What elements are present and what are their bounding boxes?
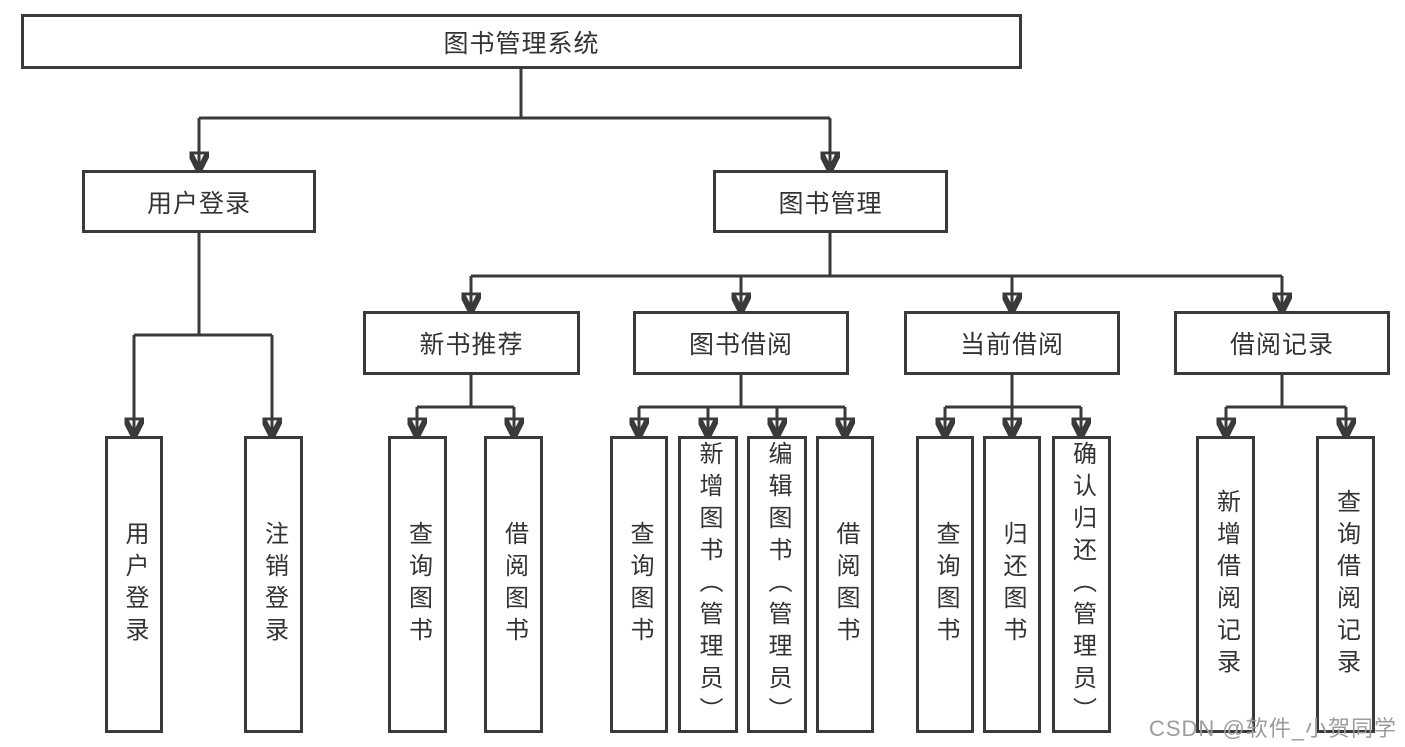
node-borrow-records: 借阅记录 — [1174, 311, 1390, 375]
leaf-recommend-query-books: 查询图书 — [388, 436, 447, 733]
leaf-borrow-add-books-admin-label: 新增图书（管理员） — [695, 440, 722, 729]
leaf-records-add-record: 新增借阅记录 — [1196, 436, 1255, 733]
leaf-logout-label: 注销登录 — [260, 520, 288, 649]
leaf-borrow-query-books: 查询图书 — [610, 436, 668, 733]
leaf-current-confirm-return-admin: 确认归还（管理员） — [1052, 436, 1111, 733]
node-new-book-recommend: 新书推荐 — [363, 311, 580, 375]
leaf-user-login-label: 用户登录 — [121, 520, 148, 649]
leaf-current-return-books: 归还图书 — [983, 436, 1041, 733]
leaf-current-query-books-label: 查询图书 — [932, 520, 959, 649]
node-new-book-recommend-label: 新书推荐 — [419, 331, 524, 359]
node-root: 图书管理系统 — [21, 14, 1022, 69]
node-book-management: 图书管理 — [713, 170, 948, 233]
leaf-current-return-books-label: 归还图书 — [999, 520, 1026, 649]
leaf-borrow-edit-books-admin: 编辑图书（管理员） — [747, 436, 807, 733]
leaf-borrow-add-books-admin: 新增图书（管理员） — [678, 436, 738, 733]
leaf-records-query-record: 查询借阅记录 — [1316, 436, 1375, 733]
node-book-borrow-label: 图书借阅 — [688, 331, 793, 359]
node-root-label: 图书管理系统 — [443, 29, 600, 58]
leaf-borrow-edit-books-admin-label: 编辑图书（管理员） — [764, 440, 791, 729]
node-book-management-label: 图书管理 — [778, 189, 883, 218]
node-borrow-records-label: 借阅记录 — [1229, 331, 1334, 359]
node-user-login-label: 用户登录 — [146, 189, 251, 218]
leaf-user-login: 用户登录 — [105, 436, 163, 733]
node-user-login: 用户登录 — [82, 170, 316, 233]
leaf-borrow-query-books-label: 查询图书 — [626, 520, 653, 649]
node-current-borrow: 当前借阅 — [904, 311, 1120, 375]
leaf-borrow-borrow-books-label: 借阅图书 — [832, 520, 859, 649]
leaf-recommend-borrow-books-label: 借阅图书 — [500, 520, 528, 649]
leaf-records-add-record-label: 新增借阅记录 — [1212, 488, 1240, 681]
leaf-recommend-borrow-books: 借阅图书 — [484, 436, 543, 733]
leaf-borrow-borrow-books: 借阅图书 — [816, 436, 874, 733]
watermark: CSDN @软件_小贺同学 — [1148, 716, 1397, 741]
leaf-current-confirm-return-admin-label: 确认归还（管理员） — [1068, 440, 1096, 729]
node-current-borrow-label: 当前借阅 — [959, 331, 1064, 359]
leaf-current-query-books: 查询图书 — [916, 436, 974, 733]
node-book-borrow: 图书借阅 — [633, 311, 849, 375]
leaf-logout: 注销登录 — [244, 436, 303, 733]
leaf-records-query-record-label: 查询借阅记录 — [1332, 488, 1360, 681]
leaf-recommend-query-books-label: 查询图书 — [404, 520, 432, 649]
